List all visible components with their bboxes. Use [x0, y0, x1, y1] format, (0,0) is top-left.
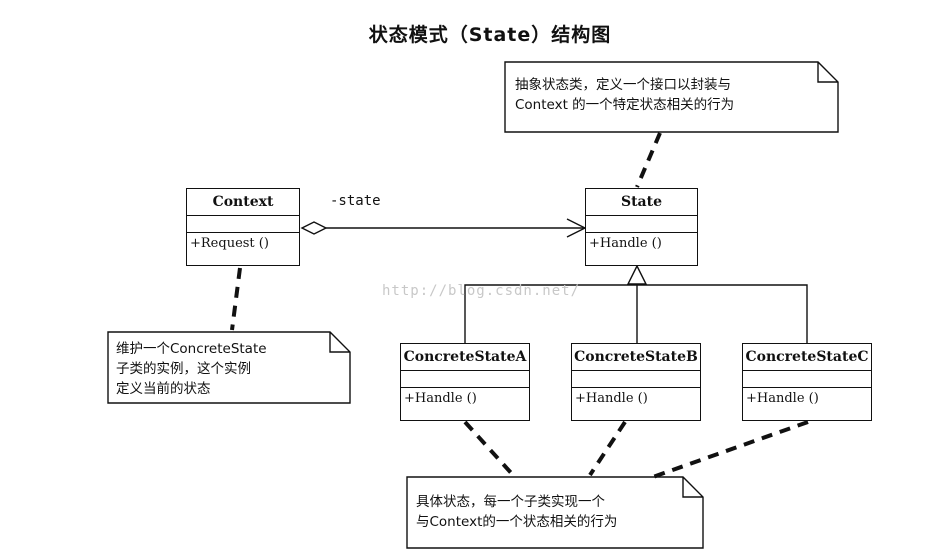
state-note-text: 抽象状态类，定义一个接口以封装与 Context 的一个特定状态相关的行为: [515, 75, 734, 115]
context-note-text: 维护一个ConcreteState 子类的实例，这个实例 定义当前的状态: [116, 339, 267, 399]
inheritance-triangle: [626, 264, 648, 285]
concrete-note-text: 具体状态，每一个子类实现一个 与Context的一个状态相关的行为: [416, 492, 617, 532]
inheritance-bar: [464, 284, 808, 343]
class-context-operation: +Request (): [190, 236, 269, 251]
class-context-attributes: [187, 216, 299, 233]
class-concrete-state-c-operation: +Handle (): [746, 391, 819, 406]
concrete-c-note-anchor: [649, 420, 809, 480]
state-note-shape: [504, 61, 839, 133]
context-note-line: 子类的实例，这个实例: [116, 361, 251, 377]
class-concrete-state-a-name: ConcreteStateA: [401, 344, 529, 371]
class-concrete-state-a-operation: +Handle (): [404, 391, 477, 406]
diagram-title: 状态模式（State）结构图: [368, 24, 612, 46]
class-concrete-state-a: ConcreteStateA +Handle (): [400, 343, 530, 421]
class-concrete-state-c-attributes: [743, 371, 871, 388]
state-note-line: 抽象状态类，定义一个接口以封装与: [515, 77, 731, 93]
class-concrete-state-b: ConcreteStateB +Handle (): [571, 343, 701, 421]
class-concrete-state-b-attributes: [572, 371, 700, 388]
class-concrete-state-c: ConcreteStateC +Handle (): [742, 343, 872, 421]
context-note-shape: [107, 331, 351, 404]
class-state-attributes: [586, 216, 697, 233]
context-note-line: 维护一个ConcreteState: [116, 341, 267, 357]
concrete-b-note-anchor: [588, 420, 627, 477]
class-state-name: State: [586, 189, 697, 216]
class-concrete-state-c-name: ConcreteStateC: [743, 344, 871, 371]
class-state: State +Handle (): [585, 188, 698, 266]
concrete-note-line: 与Context的一个状态相关的行为: [416, 514, 618, 530]
class-context: Context +Request (): [186, 188, 300, 266]
aggregation-diamond: [300, 221, 328, 235]
state-note-anchor: [635, 132, 662, 188]
concrete-note-shape: [406, 476, 704, 549]
class-context-name: Context: [187, 189, 299, 216]
context-note-anchor: [230, 267, 242, 331]
association-role-label: -state: [330, 193, 381, 209]
class-concrete-state-b-operation: +Handle (): [575, 391, 648, 406]
concrete-note-line: 具体状态，每一个子类实现一个: [416, 494, 605, 510]
context-note-line: 定义当前的状态: [116, 381, 211, 397]
class-concrete-state-a-attributes: [401, 371, 529, 388]
concrete-a-note-anchor: [463, 420, 515, 477]
class-state-operation: +Handle (): [589, 236, 662, 251]
watermark-text: http://blog.csdn.net/: [382, 283, 581, 299]
state-note-line: Context 的一个特定状态相关的行为: [515, 97, 735, 113]
class-concrete-state-b-name: ConcreteStateB: [572, 344, 700, 371]
